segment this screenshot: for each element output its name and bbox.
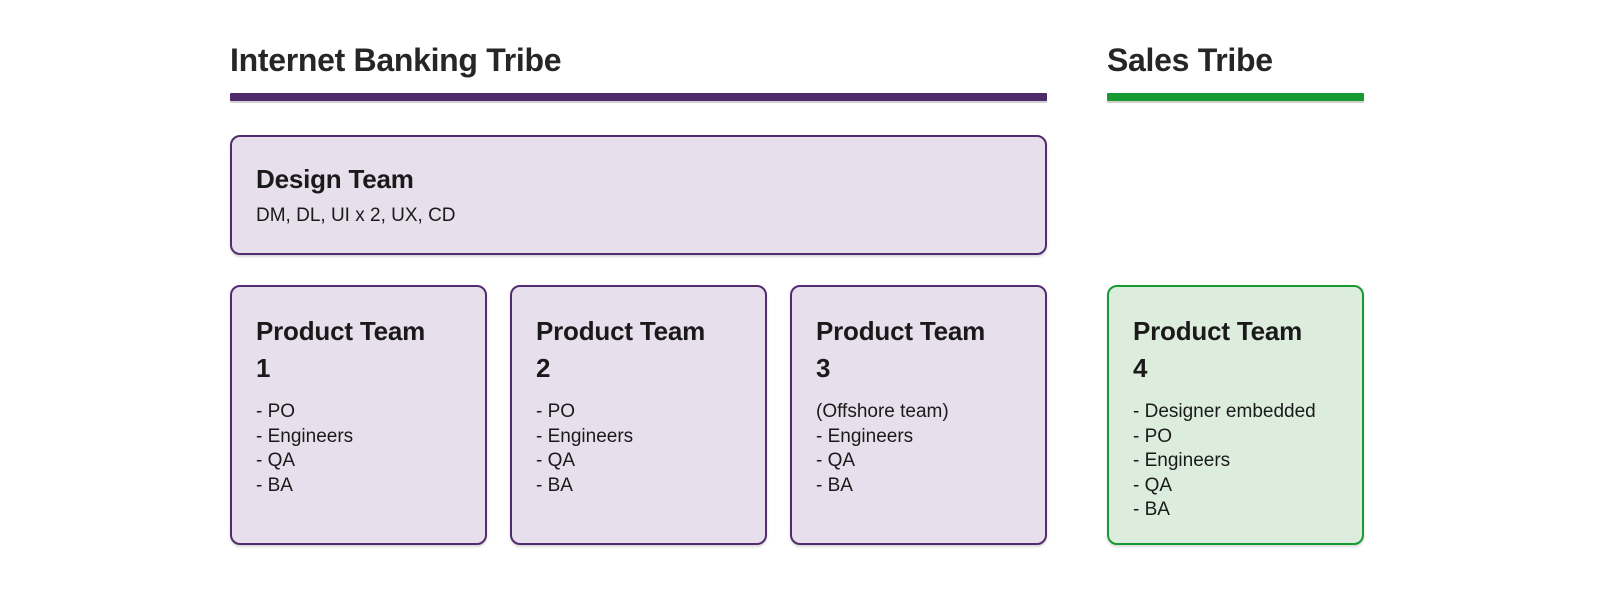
team-member-item: - Engineers [256,425,354,447]
team-member-item: - QA [256,450,296,471]
tribe-title-sales: Sales Tribe [1107,42,1273,78]
team-member-item: - QA [1133,474,1173,496]
team-member-item: - Designer embedded [1133,401,1316,422]
team-member-item: - PO [256,401,296,422]
team-member-item: - QA [816,450,856,471]
product-team-1-members: - PO - Engineers - QA - BA [256,400,461,498]
product-team-4-card: Product Team 4 - Designer embedded - PO … [1107,285,1364,545]
product-team-3-members: (Offshore team) - Engineers - QA - BA [816,400,1021,498]
product-team-3-title: Product Team 3 [816,316,986,383]
product-team-4-members: - Designer embedded - PO - Engineers - Q… [1133,400,1338,523]
team-note-offshore: (Offshore team) [816,401,949,422]
team-member-item: - BA [1133,499,1170,520]
design-team-members: DM, DL, UI x 2, UX, CD [256,205,456,226]
team-member-item: - Engineers [1133,450,1231,471]
team-member-item: - QA [536,450,576,471]
tribe-title-internet-banking: Internet Banking Tribe [230,42,562,78]
team-member-item: - BA [256,474,293,496]
team-member-item: - BA [816,474,853,496]
team-member-item: - Engineers [816,425,914,447]
team-member-item: - PO [536,401,576,422]
product-team-2-title: Product Team 2 [536,316,706,383]
team-member-item: - BA [536,474,573,496]
design-team-card: Design Team DM, DL, UI x 2, UX, CD [230,135,1047,255]
team-member-item: - PO [1133,425,1173,447]
product-team-4-title: Product Team 4 [1133,316,1303,383]
team-member-item: - Engineers [536,425,634,447]
tribe-underline-internet-banking [230,93,1047,101]
design-team-title: Design Team [256,164,414,194]
product-team-2-card: Product Team 2 - PO - Engineers - QA - B… [510,285,767,545]
product-team-1-title: Product Team 1 [256,316,426,383]
product-team-2-members: - PO - Engineers - QA - BA [536,400,741,498]
product-team-1-card: Product Team 1 - PO - Engineers - QA - B… [230,285,487,545]
tribe-underline-sales [1107,93,1364,101]
product-team-3-card: Product Team 3 (Offshore team) - Enginee… [790,285,1047,545]
